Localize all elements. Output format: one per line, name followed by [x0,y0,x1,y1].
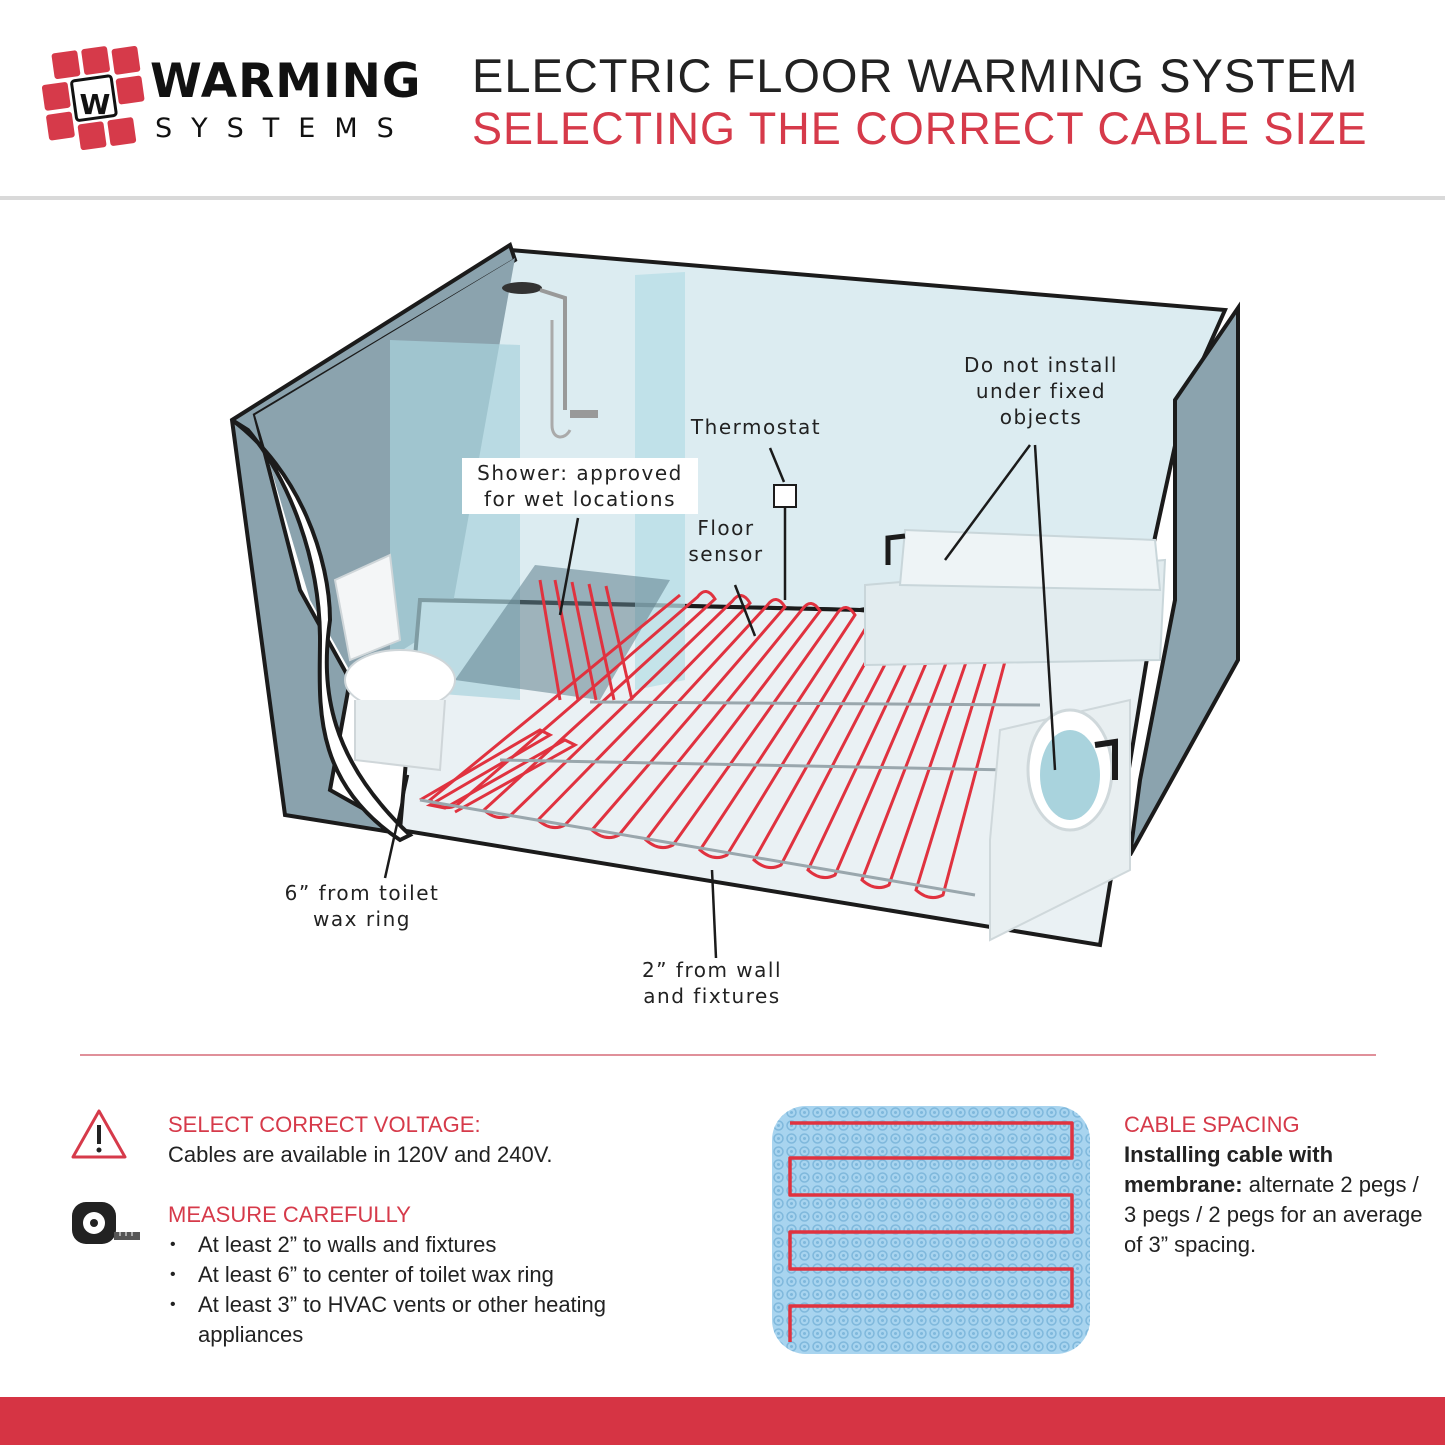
shower-hose [550,320,572,439]
shower-pipe [539,288,567,410]
callout-toilet: 6” from toilet wax ring [284,881,440,931]
voltage-text: Cables are available in 120V and 240V. [168,1142,553,1167]
sink-faucet-icon [1094,738,1118,780]
footer-bar [0,1397,1445,1445]
voltage-title: SELECT CORRECT VOLTAGE: [168,1112,481,1137]
spacing-bold: Installing cable with membrane: [1124,1142,1334,1197]
callout-fixed-objects: Do not install under fixed objects [964,353,1118,429]
header-divider [0,196,1445,200]
tape-measure-icon [72,1202,140,1244]
list-item: At least 3” to HVAC vents or other heati… [168,1290,618,1350]
toilet-tank [333,553,402,662]
section-divider [80,1054,1376,1056]
callout-floor-sensor: Floor sensor [688,516,764,566]
bathroom-illustration [229,241,1240,959]
logo-letter: W [80,88,111,121]
brand-sub: SYSTEMS [155,113,413,144]
sink-water [1040,730,1100,820]
page-subtitle: SELECTING THE CORRECT CABLE SIZE [472,103,1368,154]
spacing-title: CABLE SPACING [1124,1112,1300,1137]
left-cutaway [230,418,414,843]
shower-glass-left [390,340,520,700]
spacing-text: Installing cable with membrane: alternat… [1124,1140,1424,1260]
floor-cable-run [427,590,1032,900]
floor-cable-serpentine [427,590,1032,900]
list-item: At least 6” to center of toilet wax ring [168,1260,678,1290]
membrane-cable [788,1121,1074,1342]
callout-thermostat: Thermostat [690,415,822,439]
shower-valve-icon [570,410,598,418]
cable-strips [419,700,1041,897]
toilet-base [354,699,446,772]
thermostat-icon [773,484,797,508]
red-tile-grid-logo-icon: W [41,46,145,151]
measure-list: At least 2” to walls and fixtures At lea… [168,1230,678,1350]
bathroom-diagram: Do not install under fixed objects Therm… [0,200,1445,1040]
warning-triangle-icon [71,1109,127,1159]
tub-faucet-icon [885,533,906,565]
page-title: ELECTRIC FLOOR WARMING SYSTEM [472,49,1359,102]
measure-title: MEASURE CAREFULLY [168,1202,411,1227]
bathtub-top [898,528,1162,592]
callout-wall: 2” from wall and fixtures [641,958,783,1008]
list-item: At least 2” to walls and fixtures [168,1230,678,1260]
shower-head-icon [502,282,542,294]
spacing-body: alternate 2 pegs / 3 pegs / 2 pegs for a… [1124,1172,1423,1257]
membrane-illustration [772,1106,1090,1354]
header: W WARMING SYSTEMS ELECTRIC FLOOR WARMING… [0,0,1445,196]
leader-lines [383,444,1057,959]
brand-name: WARMING [150,54,422,109]
callout-shower: Shower: approved for wet locations [462,458,698,514]
